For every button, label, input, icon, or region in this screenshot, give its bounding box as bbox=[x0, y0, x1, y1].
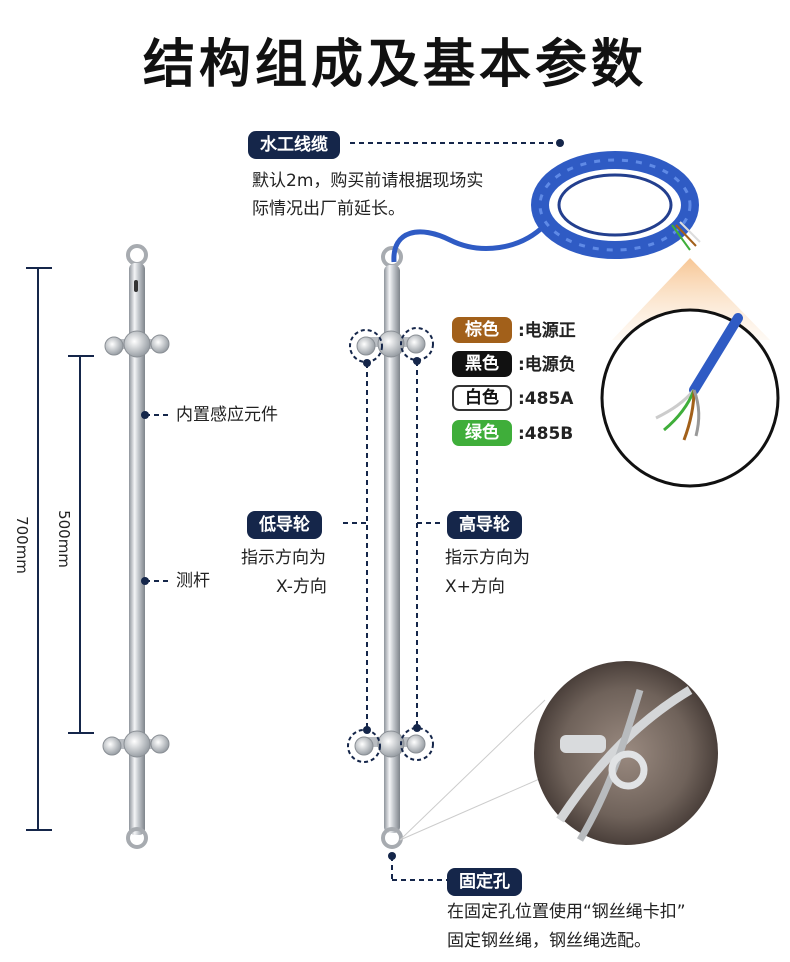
cable-tag: 水工线缆 bbox=[248, 131, 340, 159]
dimension-500-label: 500mm bbox=[55, 510, 73, 568]
dimension-500 bbox=[68, 355, 94, 734]
wire-white-meaning: :485A bbox=[518, 389, 574, 409]
wire-black-badge: 黑色 bbox=[452, 351, 512, 377]
sensor-label: 内置感应元件 bbox=[176, 405, 278, 425]
cable-coil bbox=[391, 151, 701, 263]
high-wheel-tag: 高导轮 bbox=[447, 511, 522, 539]
rod-label: 测杆 bbox=[176, 571, 210, 591]
left-callouts bbox=[145, 414, 172, 582]
wire-green-badge: 绿色 bbox=[452, 420, 512, 446]
cable-desc-line1: 默认2m，购买前请根据现场实 bbox=[252, 171, 484, 191]
wire-green-meaning: :485B bbox=[518, 424, 574, 444]
wire-brown-meaning: :电源正 bbox=[518, 321, 576, 341]
wire-black-meaning: :电源负 bbox=[518, 355, 576, 375]
wire-white-badge: 白色 bbox=[452, 385, 512, 411]
dimension-700 bbox=[26, 267, 52, 831]
low-wheel-connector bbox=[343, 363, 368, 730]
left-probe bbox=[102, 244, 170, 849]
high-wheel-connector bbox=[416, 361, 443, 728]
fixing-hole-tag: 固定孔 bbox=[447, 868, 522, 896]
rope-clip-closeup bbox=[399, 661, 718, 845]
low-wheel-line2: X-方向 bbox=[276, 577, 327, 597]
low-wheel-tag: 低导轮 bbox=[247, 511, 322, 539]
right-probe bbox=[354, 246, 426, 849]
page-title: 结构组成及基本参数 bbox=[142, 35, 647, 95]
high-wheel-line1: 指示方向为 bbox=[445, 548, 530, 568]
fixing-hole-line2: 固定钢丝绳，钢丝绳选配。 bbox=[447, 931, 651, 951]
wire-brown-badge: 棕色 bbox=[452, 317, 512, 343]
wire-closeup bbox=[600, 308, 780, 488]
low-wheel-line1: 指示方向为 bbox=[241, 548, 326, 568]
dimension-700-label: 700mm bbox=[13, 516, 31, 574]
high-wheel-line2: X+方向 bbox=[445, 577, 505, 597]
fixing-hole-connector bbox=[391, 856, 447, 881]
fixing-hole-line1: 在固定孔位置使用“钢丝绳卡扣” bbox=[447, 902, 686, 922]
cable-desc-line2: 际情况出厂前延长。 bbox=[252, 199, 405, 219]
